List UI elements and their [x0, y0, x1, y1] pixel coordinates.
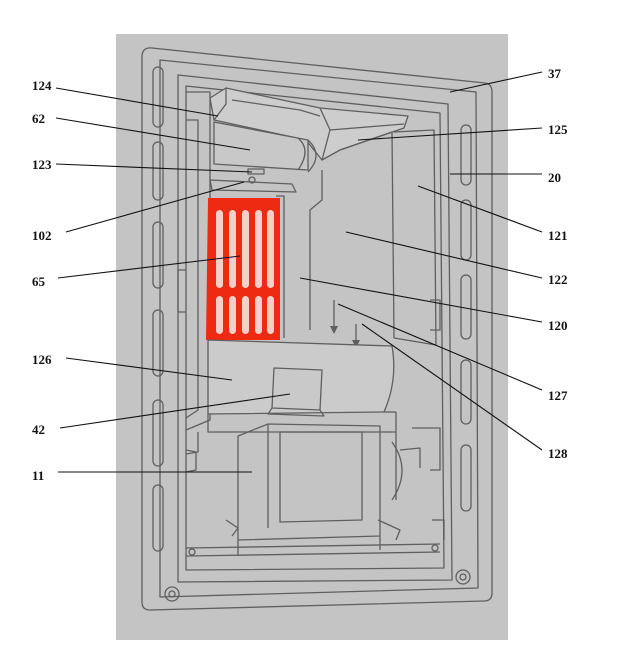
label-11: 11	[32, 468, 44, 483]
label-123: 123	[32, 157, 52, 172]
label-65: 65	[32, 274, 46, 289]
inner-frame	[177, 74, 453, 583]
side-panels	[276, 129, 441, 346]
outer-frame	[141, 47, 493, 611]
label-127: 127	[548, 388, 568, 403]
label-126: 126	[32, 352, 52, 367]
flue-collector	[213, 121, 317, 173]
label-124: 124	[32, 78, 52, 93]
base-frame	[185, 423, 445, 557]
label-20: 20	[548, 170, 561, 185]
label-120: 120	[548, 318, 568, 333]
label-125: 125	[548, 122, 568, 137]
arrow-markers	[330, 300, 360, 348]
label-102: 102	[32, 228, 52, 243]
label-121: 121	[548, 228, 568, 243]
label-122: 122	[548, 272, 568, 287]
deflector-plate	[209, 179, 297, 193]
part-labels: 124 62 123 102 65 126 42 11 37 125 20 12…	[32, 66, 568, 483]
label-128: 128	[548, 446, 568, 461]
handle-part	[267, 367, 325, 417]
label-62: 62	[32, 111, 45, 126]
label-37: 37	[548, 66, 562, 81]
grate-red	[206, 198, 280, 340]
label-42: 42	[32, 422, 45, 437]
leader-lines	[55, 71, 543, 473]
